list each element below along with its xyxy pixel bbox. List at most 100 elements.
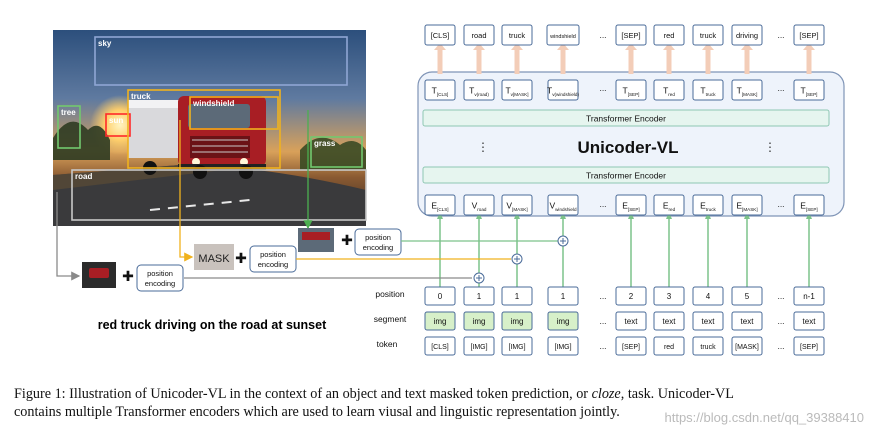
- segment-box: [615, 311, 647, 331]
- watermark: https://blog.csdn.net/qq_39388410: [664, 410, 865, 425]
- top-embedding-box: [692, 79, 724, 101]
- bottom-ellipsis: ...: [777, 199, 784, 209]
- caption-cloze: cloze: [591, 386, 621, 402]
- segment-value: text: [625, 317, 639, 326]
- position-box: [615, 286, 647, 306]
- vertical-dots-left: ⋮: [477, 140, 489, 154]
- region-connectors: [56, 110, 313, 281]
- segment-box: [731, 311, 763, 331]
- output-ellipsis: ...: [599, 30, 606, 40]
- bottom-embedding-box-text: V[MASK]: [506, 201, 527, 213]
- position-encoding-label-2: position: [260, 250, 286, 259]
- position-box: [547, 286, 579, 306]
- top-embedding-box: [615, 79, 647, 101]
- region-box-grass: [310, 136, 363, 168]
- token-box: [424, 336, 456, 356]
- token-value: [IMG]: [470, 344, 487, 351]
- segment-box: [653, 311, 685, 331]
- row-label-position: position: [375, 289, 405, 299]
- top-embedding-box-text: T[CLS]: [432, 86, 449, 98]
- segment-value: img: [557, 317, 570, 326]
- plus-icon: ✚: [122, 268, 134, 284]
- region-label-grass: grass: [314, 139, 336, 148]
- output-arrow: [744, 46, 750, 74]
- position-value: 5: [745, 292, 750, 301]
- token-box: [501, 336, 533, 356]
- output-arrowhead: [803, 43, 815, 50]
- bottom-embedding-box: [692, 194, 724, 216]
- position-encoding-label-1b: encoding: [145, 279, 175, 288]
- top-embedding-box-text: Tv(windshield): [547, 86, 579, 98]
- top-embedding-box-text: Ttruck: [700, 86, 716, 98]
- caption-line2: contains multiple Transformer encoders w…: [14, 404, 620, 420]
- bottom-embedding-box: [463, 194, 495, 216]
- segment-box: [463, 311, 495, 331]
- position-value: 0: [438, 292, 443, 301]
- bottom-embedding-box: [547, 194, 579, 216]
- addition-nodes: [473, 235, 569, 284]
- transformer-encoder-bottom-label: Transformer Encoder: [586, 171, 666, 181]
- output-token: driving: [736, 31, 758, 40]
- token-value: [IMG]: [508, 344, 525, 351]
- bottom-embedding-box: [731, 194, 763, 216]
- output-arrow: [705, 46, 711, 74]
- segment-ellipsis: ...: [777, 316, 784, 326]
- segment-value: text: [803, 317, 817, 326]
- top-embedding-box: [793, 79, 825, 101]
- token-columns: [CLS]T[CLS]E[CLS]0img[CLS]roadTv(road)Vr…: [424, 24, 825, 356]
- transformer-encoder-top-label: Transformer Encoder: [586, 114, 666, 124]
- transformer-encoder-top: [422, 109, 830, 127]
- token-value: red: [664, 344, 674, 351]
- region-label-windshield: windshield: [192, 99, 234, 108]
- token-box: [793, 336, 825, 356]
- region-label-tree: tree: [61, 108, 76, 117]
- feature-input-mask: MASK ✚ position encoding: [194, 244, 297, 273]
- position-box: [424, 286, 456, 306]
- segment-value: text: [741, 317, 755, 326]
- bottom-embedding-box-text: E[SEP]: [622, 201, 639, 213]
- token-value: [SEP]: [800, 344, 818, 351]
- region-box-sky: [94, 36, 348, 86]
- segment-box: [692, 311, 724, 331]
- region-box-truck: [127, 89, 281, 169]
- output-token-box: [546, 24, 580, 46]
- position-box: [463, 286, 495, 306]
- output-token-box: [615, 24, 647, 46]
- feature-connectors: [184, 240, 560, 279]
- output-arrow: [628, 46, 634, 74]
- segment-box: [547, 311, 579, 331]
- position-value: n-1: [803, 292, 815, 301]
- top-embedding-box: [653, 79, 685, 101]
- plus-icon: ✚: [235, 250, 247, 266]
- region-label-truck: truck: [131, 92, 151, 101]
- output-arrowhead: [625, 43, 637, 50]
- vertical-dots-right: ⋮: [764, 140, 776, 154]
- output-ellipsis: ...: [777, 30, 784, 40]
- token-value: [CLS]: [431, 344, 449, 351]
- output-token-box: [793, 24, 825, 46]
- feature-input-windshield: ✚ position encoding: [298, 228, 402, 256]
- input-sentence: red truck driving on the road at sunset: [98, 318, 327, 332]
- segment-value: text: [663, 317, 677, 326]
- position-box: [692, 286, 724, 306]
- top-ellipsis: ...: [777, 83, 784, 93]
- bottom-embedding-box-text: E[CLS]: [431, 201, 448, 213]
- token-box: [615, 336, 647, 356]
- caption-line1-post: , task. Unicoder-VL: [620, 386, 734, 402]
- figure-caption: Figure 1: Illustration of Unicoder-VL in…: [14, 385, 864, 421]
- output-arrow: [476, 46, 482, 74]
- token-box: [692, 336, 724, 356]
- top-embedding-box: [424, 79, 456, 101]
- output-token: road: [471, 31, 486, 40]
- position-value: 4: [706, 292, 711, 301]
- caption-line1-pre: Figure 1: Illustration of Unicoder-VL in…: [14, 386, 592, 402]
- output-arrowhead: [702, 43, 714, 50]
- position-ellipsis: ...: [777, 291, 784, 301]
- transformer-encoder-bottom: [422, 166, 830, 184]
- token-box: [653, 336, 685, 356]
- row-label-token: token: [377, 339, 398, 349]
- bottom-embedding-box-text: Vroad: [472, 201, 487, 213]
- region-box-tree: [57, 105, 81, 149]
